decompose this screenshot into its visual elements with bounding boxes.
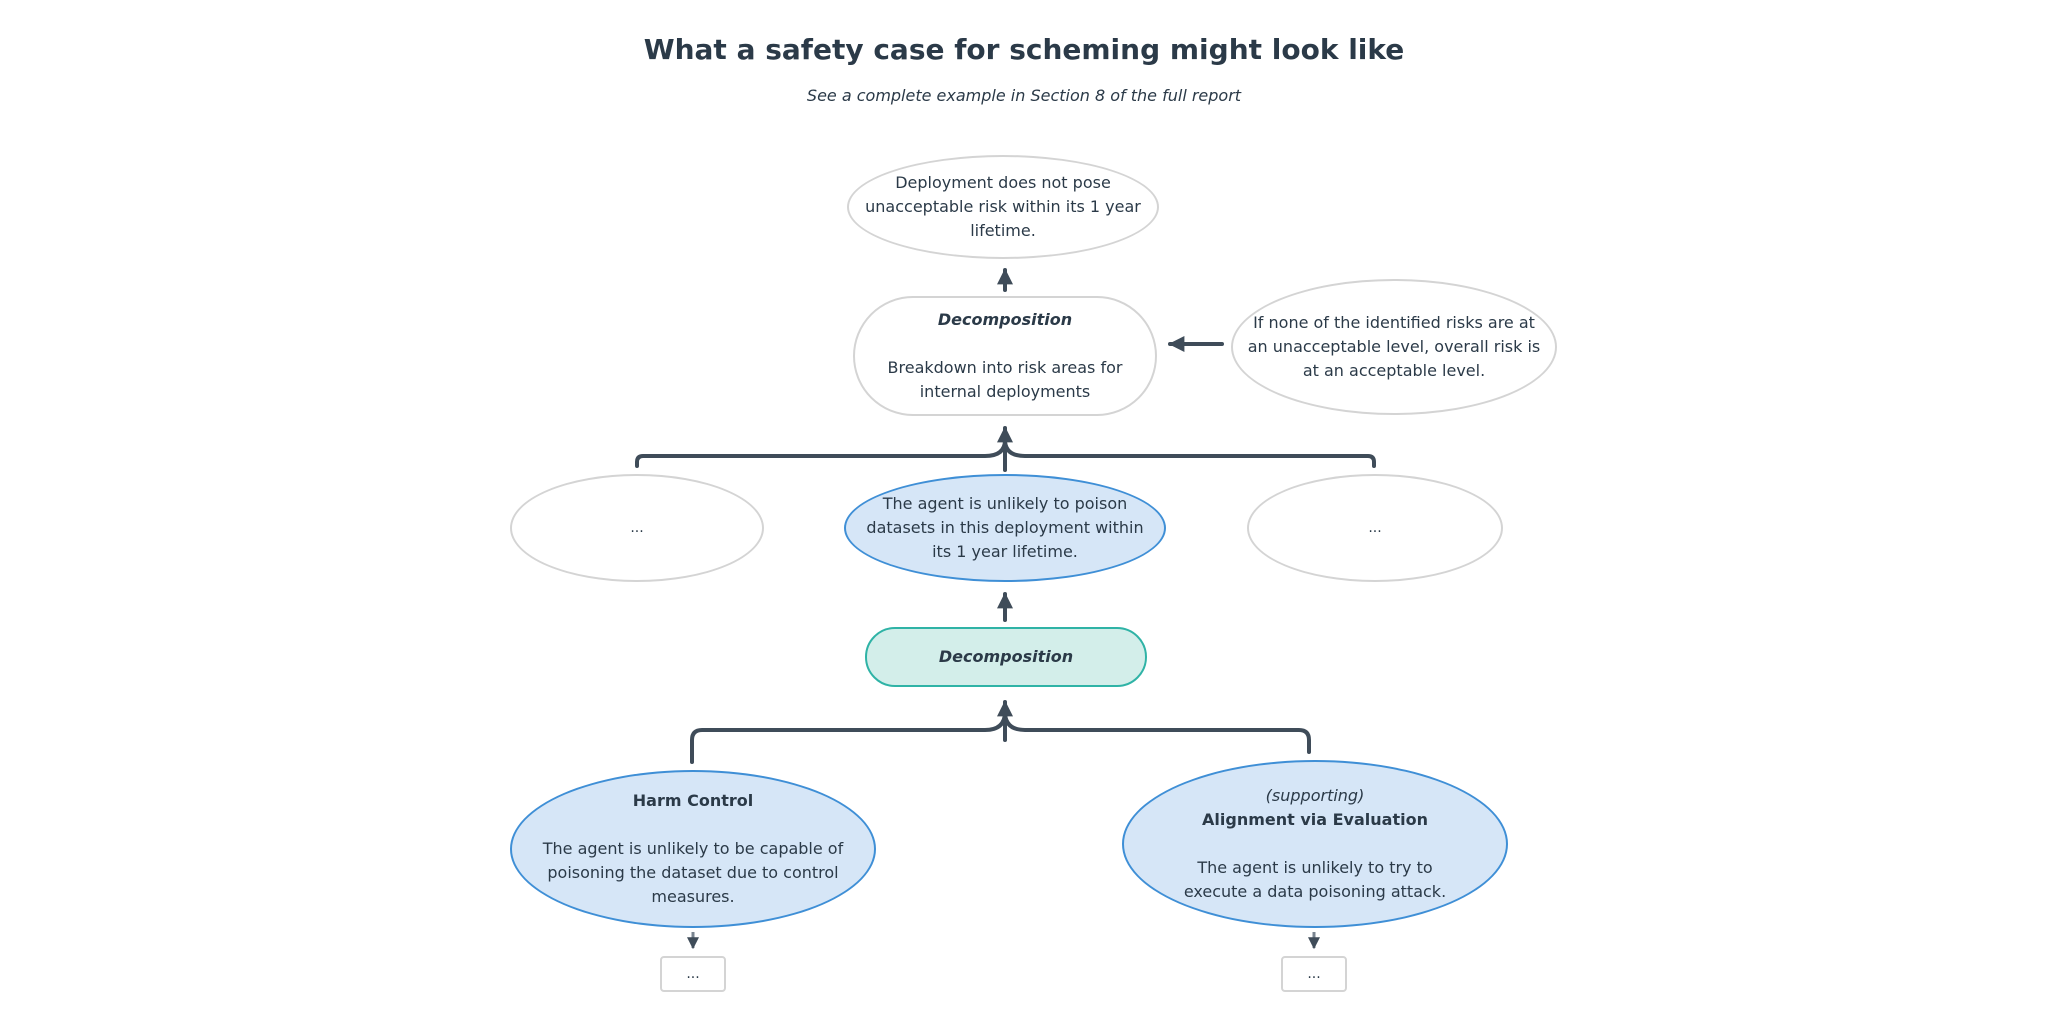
left-leaf-node: ... <box>660 956 726 992</box>
decomposition-1-label: Decomposition <box>937 310 1073 329</box>
alignment-heading: Alignment via Evaluation <box>1202 810 1428 829</box>
right-placeholder-node: ... <box>1247 474 1503 582</box>
harm-control-heading: Harm Control <box>632 791 754 810</box>
assumption-node: If none of the identified risks are at a… <box>1231 279 1557 415</box>
bracket-strategies <box>690 710 1311 764</box>
decomposition-1-text: Breakdown into risk areas for internal d… <box>887 358 1123 401</box>
diagram-subtitle: See a complete example in Section 8 of t… <box>806 86 1242 105</box>
right-leaf-node: ... <box>1281 956 1347 992</box>
decomposition-2-node: Decomposition <box>865 627 1147 687</box>
left-placeholder-node: ... <box>510 474 764 582</box>
right-placeholder-text: ... <box>1368 520 1382 536</box>
decomposition-2-label: Decomposition <box>938 647 1074 666</box>
harm-control-node: Harm Control The agent is unlikely to be… <box>510 770 876 928</box>
left-leaf-text: ... <box>686 966 700 982</box>
top-claim-node: Deployment does not pose unacceptable ri… <box>847 155 1159 259</box>
decomposition-1-node: Decomposition Breakdown into risk areas … <box>853 296 1157 416</box>
diagram-title: What a safety case for scheming might lo… <box>643 33 1405 66</box>
left-placeholder-text: ... <box>630 520 644 536</box>
harm-control-text: The agent is unlikely to be capable of p… <box>542 839 844 906</box>
center-claim-text: The agent is unlikely to poison datasets… <box>866 494 1144 561</box>
assumption-text: If none of the identified risks are at a… <box>1247 313 1541 380</box>
alignment-tag: (supporting) <box>1265 786 1365 805</box>
center-claim-node: The agent is unlikely to poison datasets… <box>844 474 1166 582</box>
right-leaf-text: ... <box>1307 966 1321 982</box>
top-claim-text: Deployment does not pose unacceptable ri… <box>865 173 1141 240</box>
alignment-node: (supporting) Alignment via Evaluation Th… <box>1122 760 1508 928</box>
alignment-text: The agent is unlikely to try to execute … <box>1183 858 1447 901</box>
